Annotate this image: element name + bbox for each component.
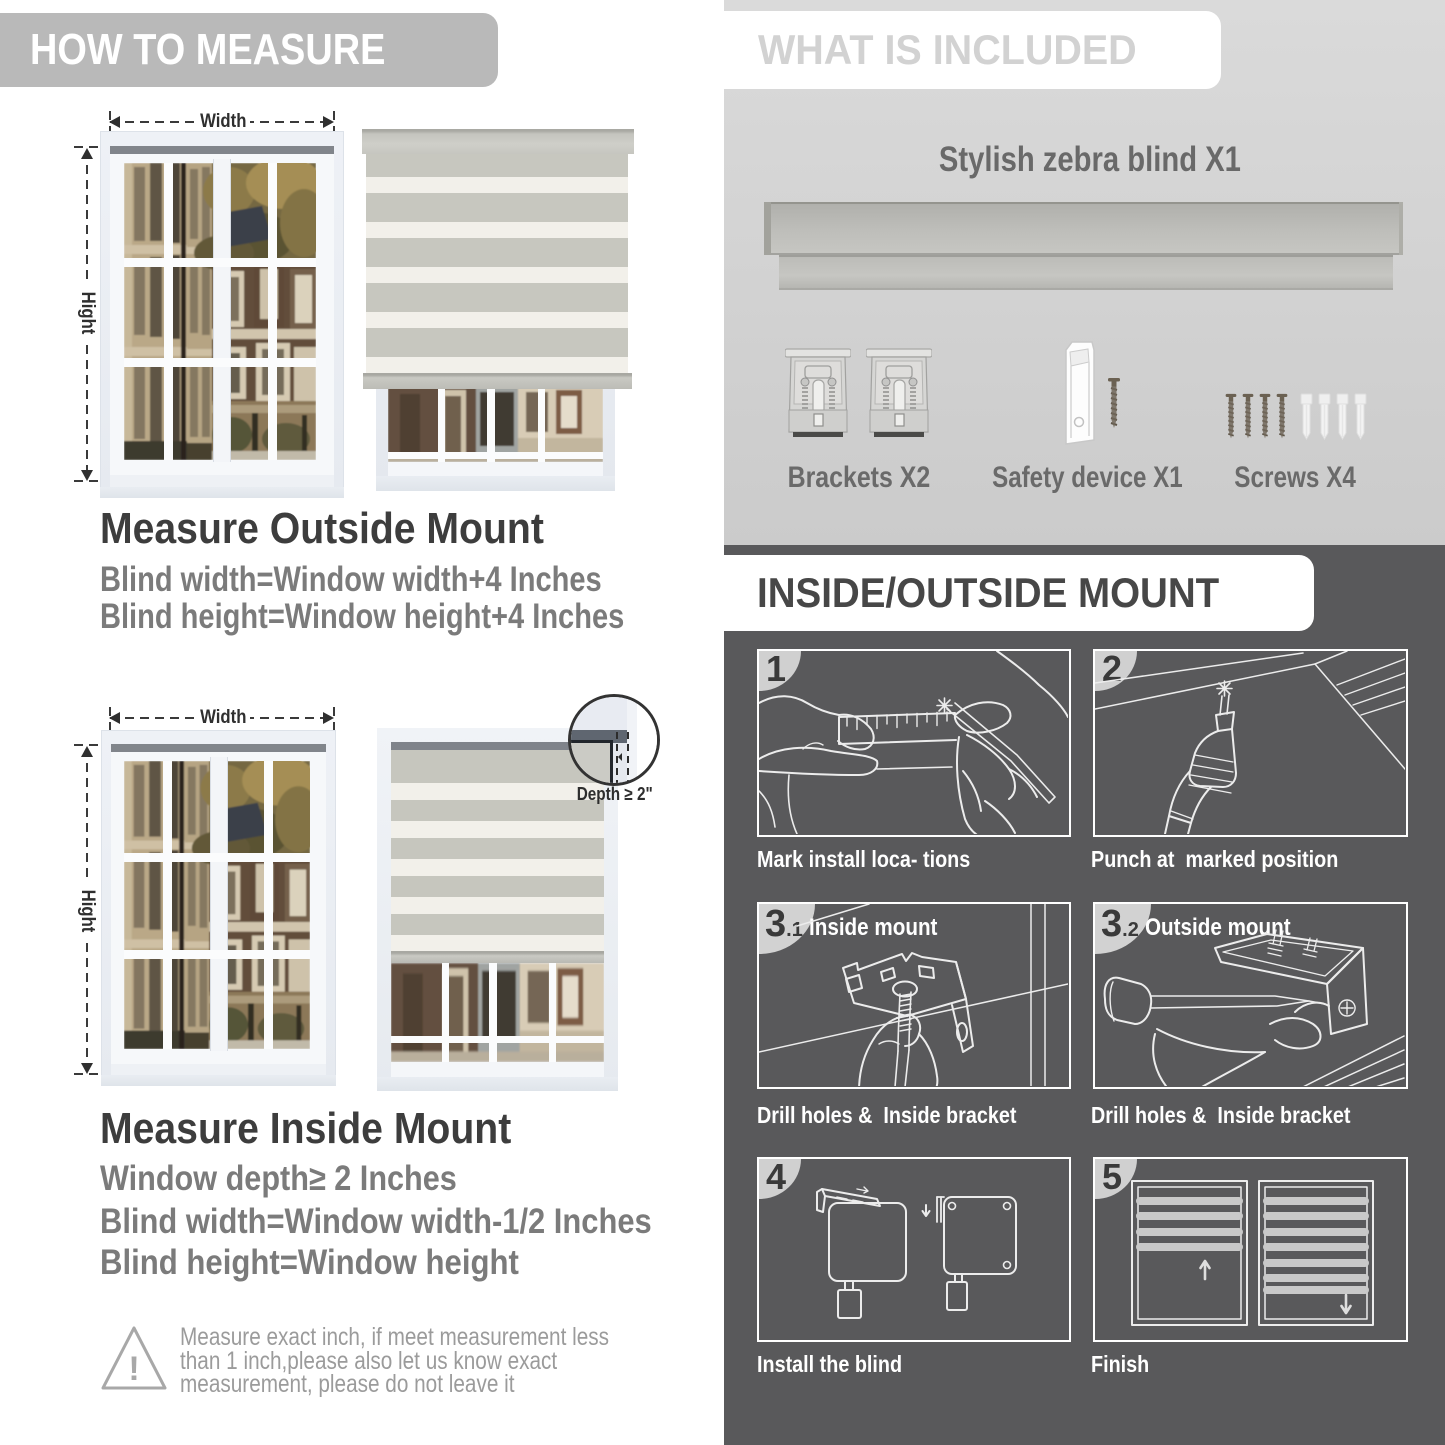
svg-text:!: ! — [128, 1350, 139, 1388]
